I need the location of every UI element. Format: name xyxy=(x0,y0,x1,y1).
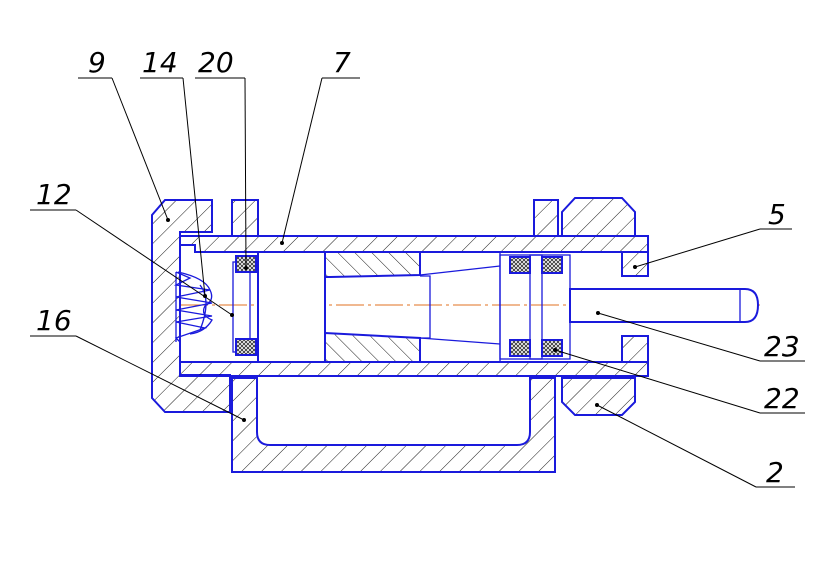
callout-20: 20 xyxy=(198,46,234,79)
right-nut-top xyxy=(561,197,636,237)
right-seal-a-top xyxy=(509,256,531,274)
right-nut-bottom xyxy=(561,377,636,416)
right-seal-b-bottom xyxy=(541,339,563,357)
right-end-cap-top xyxy=(621,251,649,277)
leader-20 xyxy=(195,77,248,270)
right-piston-inner xyxy=(529,254,543,360)
leader-23 xyxy=(596,311,805,362)
callout-12: 12 xyxy=(36,178,72,211)
right-cone-face xyxy=(419,265,501,345)
left-flange xyxy=(231,199,259,237)
leader-2 xyxy=(595,403,795,488)
leader-22 xyxy=(553,348,805,414)
callout-22: 22 xyxy=(764,382,800,415)
callout-2: 2 xyxy=(766,456,784,489)
callout-9: 9 xyxy=(88,46,106,79)
callout-16: 16 xyxy=(36,304,72,337)
leader-9 xyxy=(78,77,170,222)
leader-12 xyxy=(30,209,234,317)
right-seal-a-bottom xyxy=(509,339,531,357)
plunger-rod xyxy=(569,288,760,323)
conical-insert-bottom xyxy=(324,331,421,363)
right-flange xyxy=(533,199,559,237)
right-seal-b-top xyxy=(541,256,563,274)
leader-16 xyxy=(30,335,246,422)
left-piston xyxy=(257,251,326,363)
housing-top-wall xyxy=(179,235,649,253)
housing-bottom-wall xyxy=(179,361,649,377)
right-cone-tip xyxy=(419,251,501,363)
callout-23: 23 xyxy=(764,330,800,363)
callout-5: 5 xyxy=(768,198,786,231)
left-seal-bottom xyxy=(235,338,257,356)
right-end-cap-bottom xyxy=(621,335,649,363)
spring-coils xyxy=(177,271,213,335)
leader-5 xyxy=(633,228,792,269)
bracket-part xyxy=(231,377,556,473)
callout-14: 14 xyxy=(142,46,178,79)
leader-7 xyxy=(280,77,360,245)
spring xyxy=(173,271,213,343)
callout-7: 7 xyxy=(333,46,351,79)
